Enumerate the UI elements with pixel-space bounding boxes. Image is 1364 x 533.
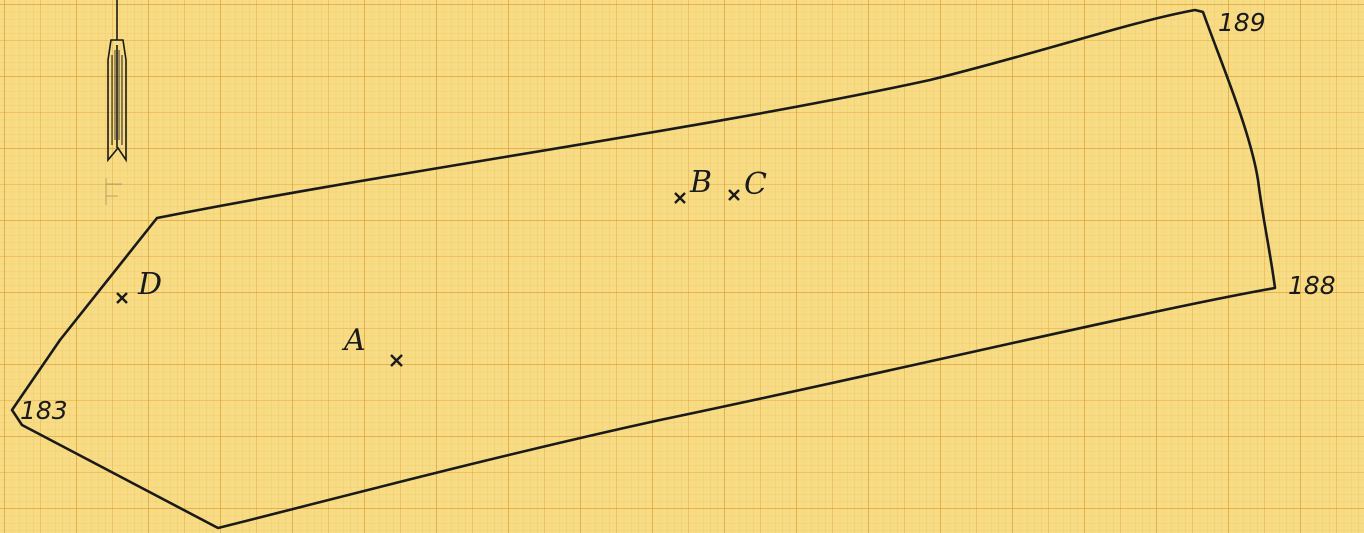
point-marker-b [674,192,686,204]
corner-label-183: 183 [20,396,68,425]
pencil-mark [105,178,122,205]
point-marker-d [116,292,128,304]
point-marker-a [390,354,403,367]
corner-label-189: 189 [1218,8,1266,37]
point-label-d: D [137,267,162,302]
point-label-c: C [744,167,767,202]
point-label-b: B [689,165,712,200]
parcel-boundary [10,8,1277,530]
point-marker-c [728,189,740,201]
point-label-a: A [341,323,366,358]
north-arrow-icon [107,0,127,163]
corner-label-188: 188 [1288,271,1336,300]
